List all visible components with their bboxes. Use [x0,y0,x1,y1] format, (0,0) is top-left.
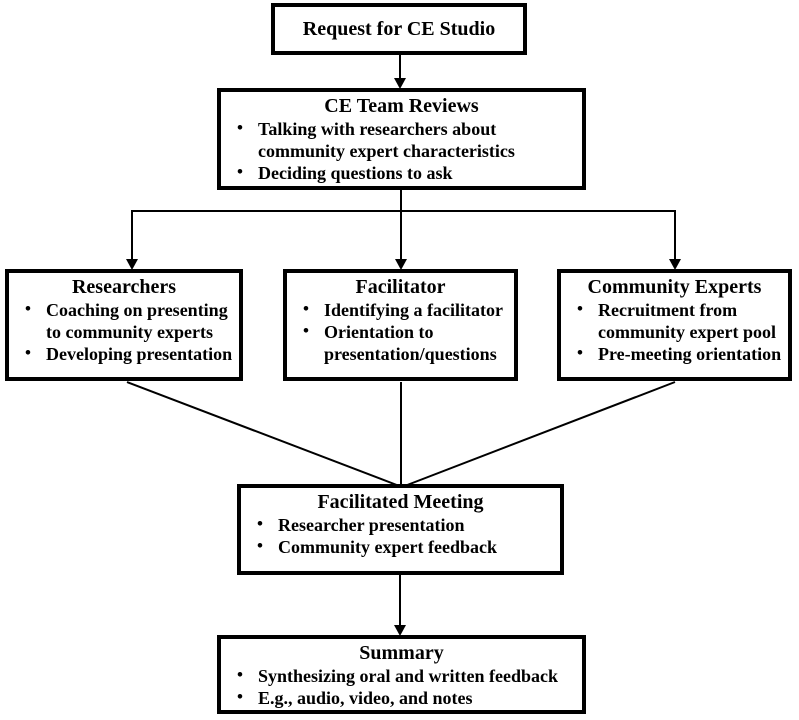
bullet-list: • Identifying a facilitator • Orientatio… [287,299,514,365]
bullet-item: • Orientation to presentation/questions [300,321,510,365]
bullet-item: • Coaching on presenting to community ex… [22,299,235,343]
bullet-text: Coaching on presenting to community expe… [46,300,228,342]
bullet-dot: • [303,321,309,340]
node-title: Researchers [71,276,177,298]
bullet-dot: • [257,514,263,533]
node-community-experts: Community Experts • Recruitment from com… [557,269,792,381]
bullet-item: • Synthesizing oral and written feedback [234,665,578,687]
bullet-item: • Community expert feedback [254,536,556,558]
node-facilitator: Facilitator • Identifying a facilitator … [283,269,518,381]
arrow-meeting-to-summary [394,574,406,636]
node-title: CE Team Reviews [324,95,479,117]
node-title: Community Experts [587,276,762,298]
bullet-list: • Talking with researchers about communi… [221,118,582,184]
bullet-dot: • [577,343,583,362]
bullet-text: Developing presentation [46,344,233,364]
bullet-dot: • [25,343,31,362]
node-request-for-ce-studio: Request for CE Studio [271,3,527,55]
converging-lines-to-facilitated-meeting [126,381,676,488]
bullet-text: Recruitment from community expert pool [598,300,776,342]
bullet-item: • Identifying a facilitator [300,299,510,321]
bullet-dot: • [237,665,243,684]
bullet-item: • Deciding questions to ask [234,162,578,184]
bullet-dot: • [303,299,309,318]
bullet-text: E.g., audio, video, and notes [258,688,473,708]
node-title: Summary [359,642,444,664]
bullet-item: • E.g., audio, video, and notes [234,687,578,709]
node-ce-team-reviews: CE Team Reviews • Talking with researche… [217,88,586,190]
bullet-list: • Coaching on presenting to community ex… [9,299,239,365]
bullet-dot: • [25,299,31,318]
branch-ce-team-to-three [126,190,681,270]
bullet-dot: • [237,687,243,706]
bullet-item: • Recruitment from community expert pool [574,299,784,343]
bullet-text: Synthesizing oral and written feedback [258,666,559,686]
bullet-item: • Researcher presentation [254,514,556,536]
bullet-dot: • [257,536,263,555]
bullet-text: Community expert feedback [278,537,497,557]
bullet-text: Talking with researchers about community… [258,119,515,161]
bullet-dot: • [577,299,583,318]
node-title: Facilitator [355,276,446,298]
node-title: Facilitated Meeting [317,491,484,513]
bullet-list: • Researcher presentation • Community ex… [241,514,560,558]
bullet-text: Identifying a facilitator [324,300,503,320]
bullet-list: • Recruitment from community expert pool… [561,299,788,365]
bullet-text: Researcher presentation [278,515,465,535]
bullet-dot: • [237,118,243,137]
bullet-text: Orientation to presentation/questions [324,322,497,364]
bullet-item: • Developing presentation [22,343,235,365]
bullet-item: • Talking with researchers about communi… [234,118,578,162]
bullet-list: • Synthesizing oral and written feedback… [221,665,582,709]
node-title: Request for CE Studio [302,18,496,40]
bullet-item: • Pre-meeting orientation [574,343,784,365]
node-summary: Summary • Synthesizing oral and written … [217,635,586,714]
bullet-text: Pre-meeting orientation [598,344,782,364]
bullet-text: Deciding questions to ask [258,163,453,183]
arrow-request-to-ce-team [394,55,406,89]
bullet-dot: • [237,162,243,181]
node-facilitated-meeting: Facilitated Meeting • Researcher present… [237,484,564,575]
node-researchers: Researchers • Coaching on presenting to … [5,269,243,381]
